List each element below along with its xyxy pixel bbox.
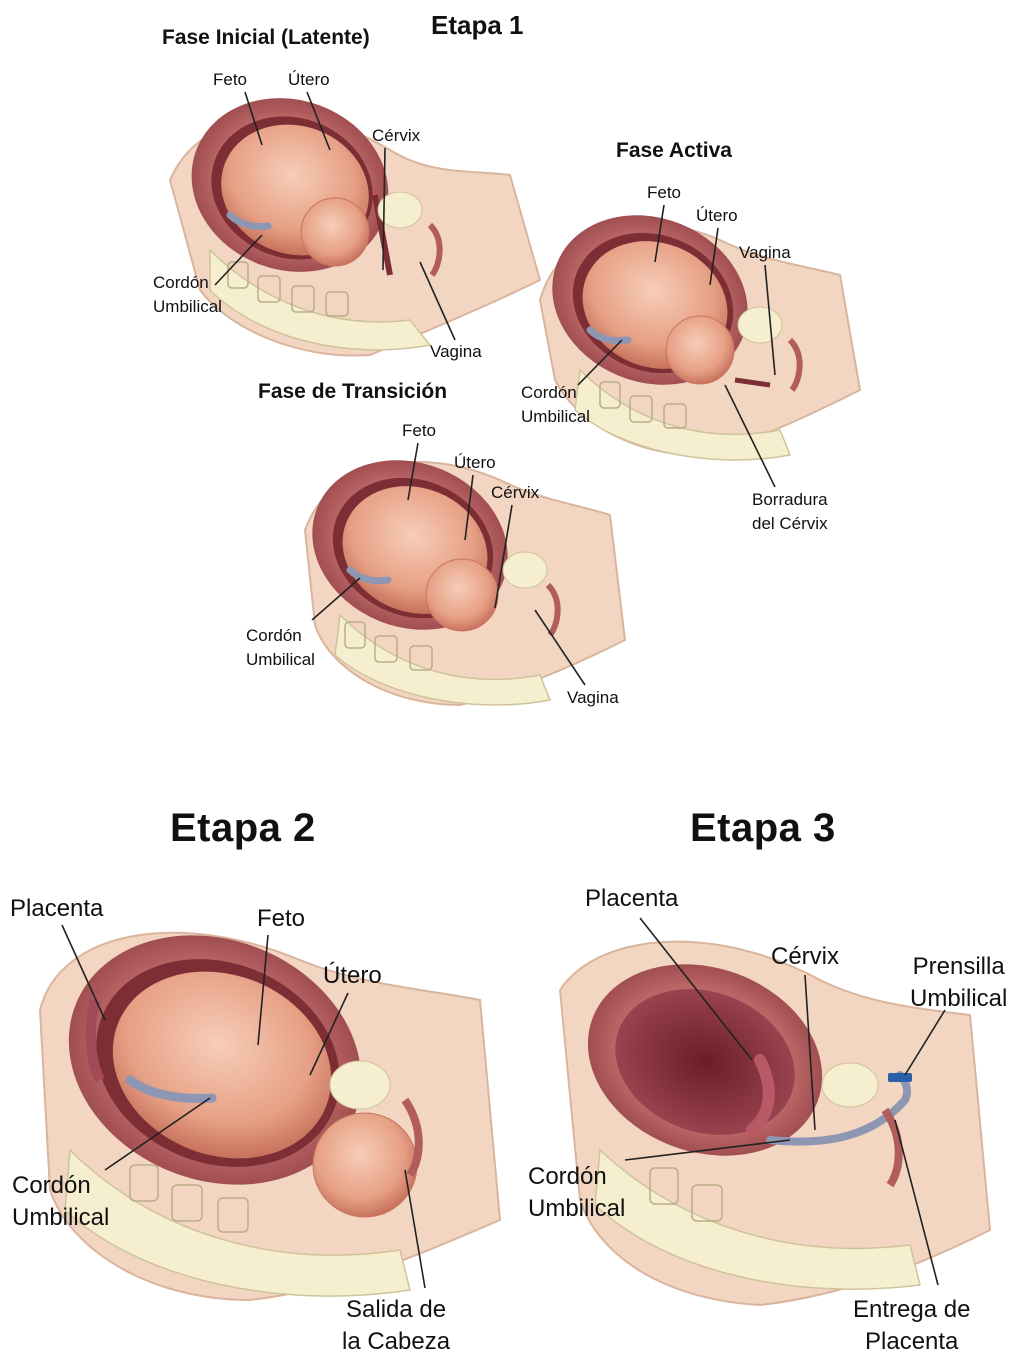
stage2-cordon-label: Cordón Umbilical	[12, 1170, 109, 1234]
active-borradura-label: Borradura del Cérvix	[752, 488, 828, 536]
transition-vagina-label: Vagina	[567, 686, 619, 710]
stage3-title: Etapa 3	[690, 806, 836, 851]
latent-vagina-label: Vagina	[430, 340, 482, 364]
active-vagina-label: Vagina	[739, 241, 791, 265]
transition-cervix-label: Cérvix	[491, 481, 539, 505]
latent-cordon-label: Cordón Umbilical	[153, 271, 222, 319]
stage3-cordon-label: Cordón Umbilical	[528, 1161, 625, 1225]
latent-utero-label: Útero	[288, 68, 330, 92]
transition-cordon-label: Cordón Umbilical	[246, 624, 315, 672]
latent-feto-label: Feto	[213, 68, 247, 92]
stage2-illustration	[31, 893, 500, 1300]
latent-phase-illustration	[167, 71, 540, 356]
stage3-cervix-label: Cérvix	[771, 941, 839, 973]
stage2-salida-label: Salida de la Cabeza	[342, 1294, 450, 1358]
active-cordon-label: Cordón Umbilical	[521, 381, 590, 429]
latent-phase-title: Fase Inicial (Latente)	[162, 26, 370, 50]
transition-feto-label: Feto	[402, 419, 436, 443]
stage2-feto-label: Feto	[257, 903, 305, 935]
transition-utero-label: Útero	[454, 451, 496, 475]
stage2-utero-label: Útero	[323, 960, 382, 992]
stage3-prensilla-label: Prensilla Umbilical	[910, 951, 1007, 1015]
latent-cervix-label: Cérvix	[372, 124, 420, 148]
stage2-placenta-label: Placenta	[10, 893, 103, 925]
stage3-entrega-label: Entrega de Placenta	[853, 1294, 970, 1358]
active-feto-label: Feto	[647, 181, 681, 205]
stage3-placenta-label: Placenta	[585, 883, 678, 915]
active-phase-title: Fase Activa	[616, 139, 732, 163]
transition-phase-title: Fase de Transición	[258, 380, 447, 404]
active-utero-label: Útero	[696, 204, 738, 228]
stage1-title: Etapa 1	[431, 10, 524, 41]
stage2-title: Etapa 2	[170, 806, 316, 851]
